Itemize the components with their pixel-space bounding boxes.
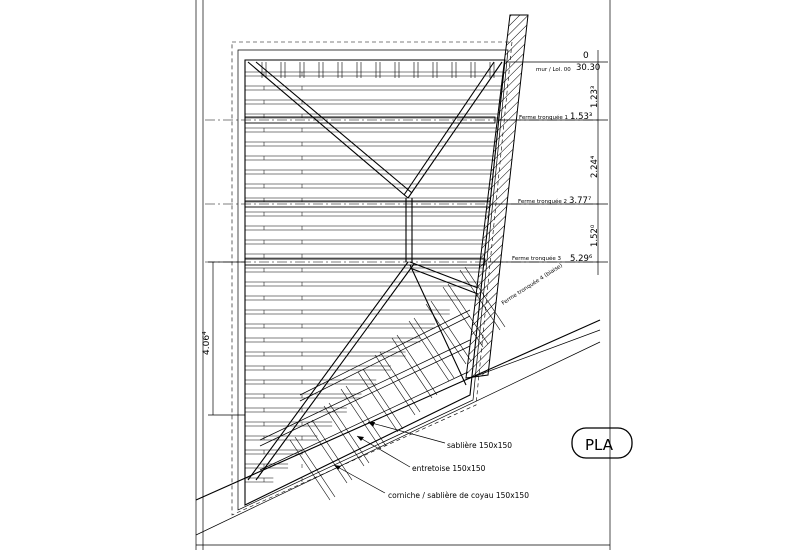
diagonal-purlins xyxy=(259,309,471,471)
hip-rafters xyxy=(247,61,503,481)
sheet-frame xyxy=(195,0,611,550)
dimension-column xyxy=(488,50,608,275)
level-value-truss-3: 5.29⁶ xyxy=(570,254,593,264)
roof-outline xyxy=(231,41,513,516)
level-label-truss-1: Ferme tronquée 1 xyxy=(519,114,568,121)
level-value-truss-2: 3.77⁷ xyxy=(569,196,592,206)
level-label-wall: mur / Lol. 00 xyxy=(536,67,571,73)
jack-rafters xyxy=(289,266,506,501)
left-dimension-line xyxy=(208,261,245,416)
diagonal-truss-label: Ferme tronquée 4 (biaise) xyxy=(500,262,564,307)
rafters xyxy=(245,71,504,483)
top-purlins xyxy=(261,62,495,78)
callout-entretoise: entretoise 150x150 xyxy=(412,464,486,473)
level-value-wall: 30.30 xyxy=(576,63,600,73)
spacing-3: 1.52⁰ xyxy=(590,224,600,247)
callout-sabliere: sablière 150x150 xyxy=(447,441,512,450)
level-value-truss-1: 1.53³ xyxy=(570,112,592,122)
level-label-truss-3: Ferme tronquée 3 xyxy=(512,255,562,262)
level-label-truss-2: Ferme tronquée 2 xyxy=(518,198,567,205)
spacing-2: 2.24⁴ xyxy=(590,155,600,178)
plan-title: PLA xyxy=(585,436,614,454)
left-dimension: 4.06⁴ xyxy=(202,331,212,355)
spacing-1: 1.23³ xyxy=(590,86,600,108)
callout-corniche: corniche / sablière de coyau 150x150 xyxy=(388,491,529,500)
level-zero: 0 xyxy=(583,51,589,61)
callout-leaders xyxy=(333,421,446,494)
plan-title-box xyxy=(571,427,633,459)
